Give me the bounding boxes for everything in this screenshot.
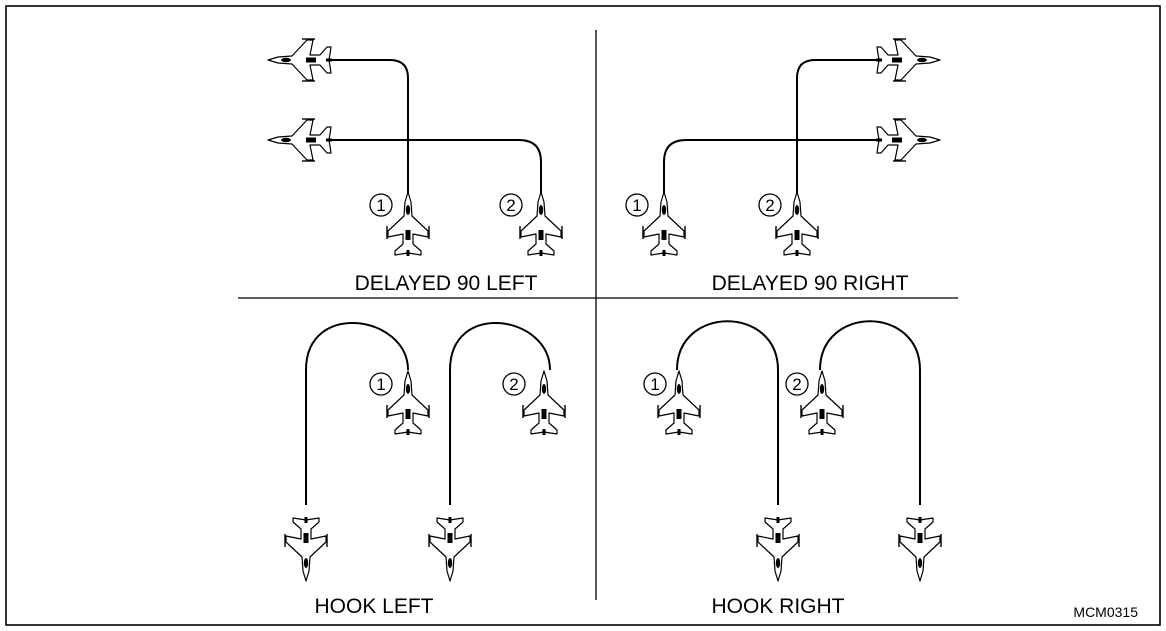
- panel-caption: HOOK RIGHT: [711, 595, 844, 618]
- aircraft-number-badge: 1: [369, 372, 393, 396]
- aircraft-number-badge: 1: [625, 193, 649, 217]
- svg-text:1: 1: [376, 375, 385, 394]
- panel-hook-right: 1 2 HOOK RIGHT: [643, 320, 942, 618]
- flight-path-1: [663, 139, 876, 195]
- svg-text:2: 2: [765, 196, 774, 215]
- fighter-jet-icon: [875, 118, 941, 162]
- fighter-jet-icon: [267, 118, 333, 162]
- panel-caption: HOOK LEFT: [314, 595, 433, 618]
- panel-delayed-90-left: 1 2 DELAYED 90 LEFT: [267, 38, 563, 295]
- fighter-jet-icon: [522, 370, 566, 436]
- fighter-jet-icon: [428, 516, 472, 582]
- fighter-jet-icon: [386, 191, 430, 257]
- flight-path-2: [449, 322, 551, 505]
- svg-text:2: 2: [509, 375, 518, 394]
- svg-text:1: 1: [632, 196, 641, 215]
- fighter-jet-icon: [898, 516, 942, 582]
- aircraft-number-badge: 2: [785, 372, 809, 396]
- svg-text:2: 2: [792, 375, 801, 394]
- aircraft-number-badge: 1: [643, 372, 667, 396]
- fighter-jet-icon: [642, 191, 686, 257]
- panel-caption: DELAYED 90 LEFT: [355, 272, 538, 295]
- flight-path-1: [305, 322, 409, 505]
- fighter-jet-icon: [875, 38, 941, 82]
- fighter-jet-icon: [519, 191, 563, 257]
- aircraft-number-badge: 2: [499, 193, 523, 217]
- figure-frame: [5, 5, 1161, 626]
- figure-code: MCM0315: [1073, 604, 1138, 620]
- svg-text:2: 2: [506, 196, 515, 215]
- fighter-jet-icon: [756, 516, 800, 582]
- svg-text:1: 1: [650, 375, 659, 394]
- flight-path-1: [676, 320, 779, 505]
- aircraft-number-badge: 1: [369, 193, 393, 217]
- svg-text:1: 1: [376, 196, 385, 215]
- panel-hook-left: 1 2 HOOK LEFT: [284, 322, 566, 618]
- flight-path-2: [796, 59, 876, 195]
- aircraft-number-badge: 2: [758, 193, 782, 217]
- fighter-jet-icon: [775, 191, 819, 257]
- fighter-jet-icon: [284, 516, 328, 582]
- flight-path-2: [328, 139, 542, 195]
- aircraft-number-badge: 2: [502, 372, 526, 396]
- fighter-jet-icon: [386, 370, 430, 436]
- panel-delayed-90-right: 1 2 DELAYED 90 RIGHT: [625, 38, 941, 295]
- flight-path-2: [819, 320, 921, 505]
- fighter-jet-icon: [267, 38, 333, 82]
- flight-path-1: [328, 59, 409, 195]
- panel-caption: DELAYED 90 RIGHT: [712, 272, 909, 295]
